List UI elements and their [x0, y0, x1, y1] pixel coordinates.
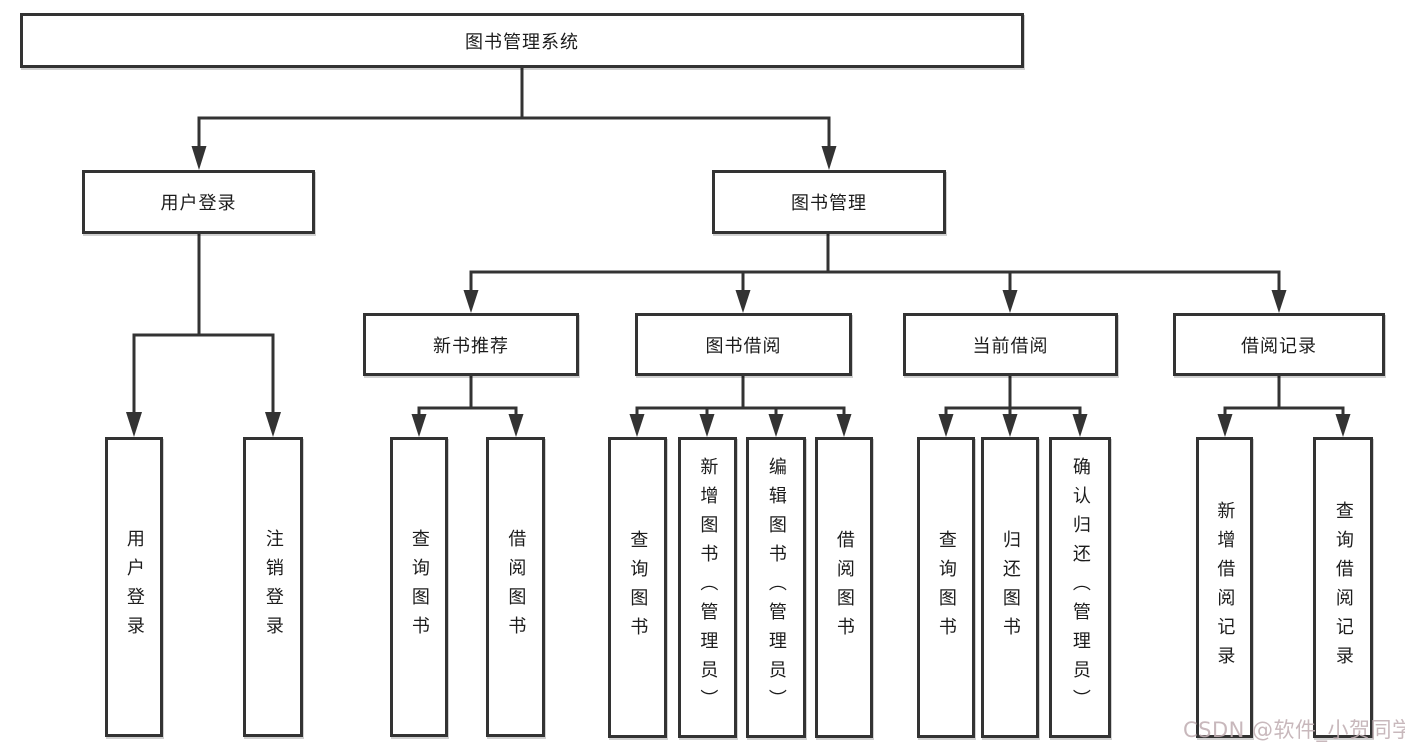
node-user-login-leaf: 用户登录 [105, 437, 163, 737]
node-add-books-admin: 新增图书（管理员） [678, 437, 737, 738]
node-logout-leaf: 注销登录 [243, 437, 303, 737]
node-query-books-bb: 查询图书 [608, 437, 667, 738]
node-borrow-books-bb: 借阅图书 [815, 437, 873, 738]
node-book-borrowing: 图书借阅 [635, 313, 852, 376]
node-new-book-recommend: 新书推荐 [363, 313, 579, 376]
node-current-borrowing: 当前借阅 [903, 313, 1118, 376]
node-query-books-rec: 查询图书 [390, 437, 448, 737]
node-add-borrow-record: 新增借阅记录 [1196, 437, 1253, 738]
node-return-books: 归还图书 [981, 437, 1039, 738]
node-confirm-return-admin: 确认归还（管理员） [1049, 437, 1111, 738]
node-borrow-books-rec: 借阅图书 [486, 437, 545, 737]
node-user-login: 用户登录 [82, 170, 315, 234]
node-system-title: 图书管理系统 [20, 13, 1024, 68]
csdn-watermark: CSDN @软件_小贺同学 [1183, 718, 1405, 742]
node-query-books-cb: 查询图书 [917, 437, 975, 738]
node-edit-books-admin: 编辑图书（管理员） [746, 437, 806, 738]
node-query-borrow-record: 查询借阅记录 [1313, 437, 1373, 738]
node-book-management: 图书管理 [712, 170, 946, 234]
node-borrowing-records: 借阅记录 [1173, 313, 1385, 376]
